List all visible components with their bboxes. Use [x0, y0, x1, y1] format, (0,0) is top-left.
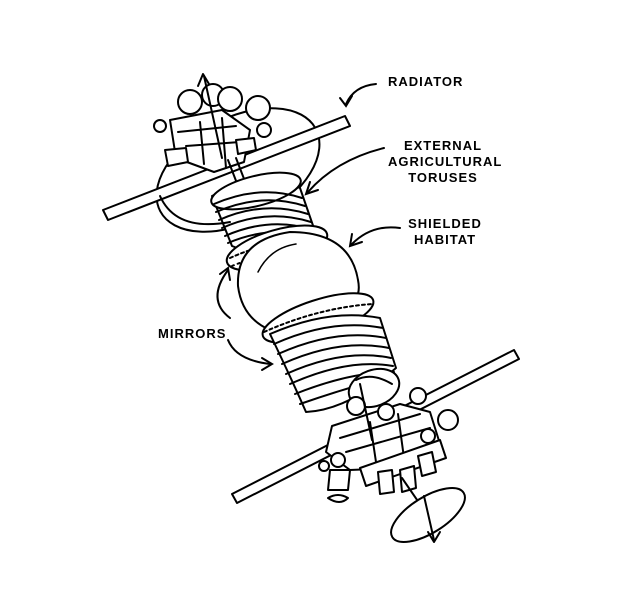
- label-mirrors: MIRRORS: [158, 326, 227, 341]
- mirrors-leader-up: [216, 269, 231, 319]
- label-external-agricultural-toruses: EXTERNAL AGRICULTURAL TORUSES: [388, 138, 503, 186]
- label-habitat-line1: SHIELDED: [408, 216, 482, 231]
- mirrors-leader-down: [227, 339, 271, 365]
- dish-antenna: [390, 477, 466, 543]
- upper-agricultural-torus-stack: [210, 171, 319, 254]
- lower-agricultural-torus-stack: [269, 314, 401, 413]
- label-torus-line2: AGRICULTURAL: [388, 154, 503, 169]
- label-shielded-habitat: SHIELDED HABITAT: [400, 216, 490, 248]
- upper-antenna: [203, 75, 223, 159]
- label-torus-line3: TORUSES: [408, 170, 478, 185]
- habitat-leader: [351, 226, 401, 245]
- radiator-leader: [345, 83, 377, 105]
- lower-module: [318, 387, 459, 503]
- label-radiator: RADIATOR: [388, 74, 464, 89]
- label-habitat-line2: HABITAT: [413, 232, 477, 247]
- torus-leader: [307, 147, 385, 193]
- lower-antenna: [359, 383, 373, 441]
- label-torus-line1: EXTERNAL: [403, 138, 483, 153]
- upper-module: [153, 83, 272, 173]
